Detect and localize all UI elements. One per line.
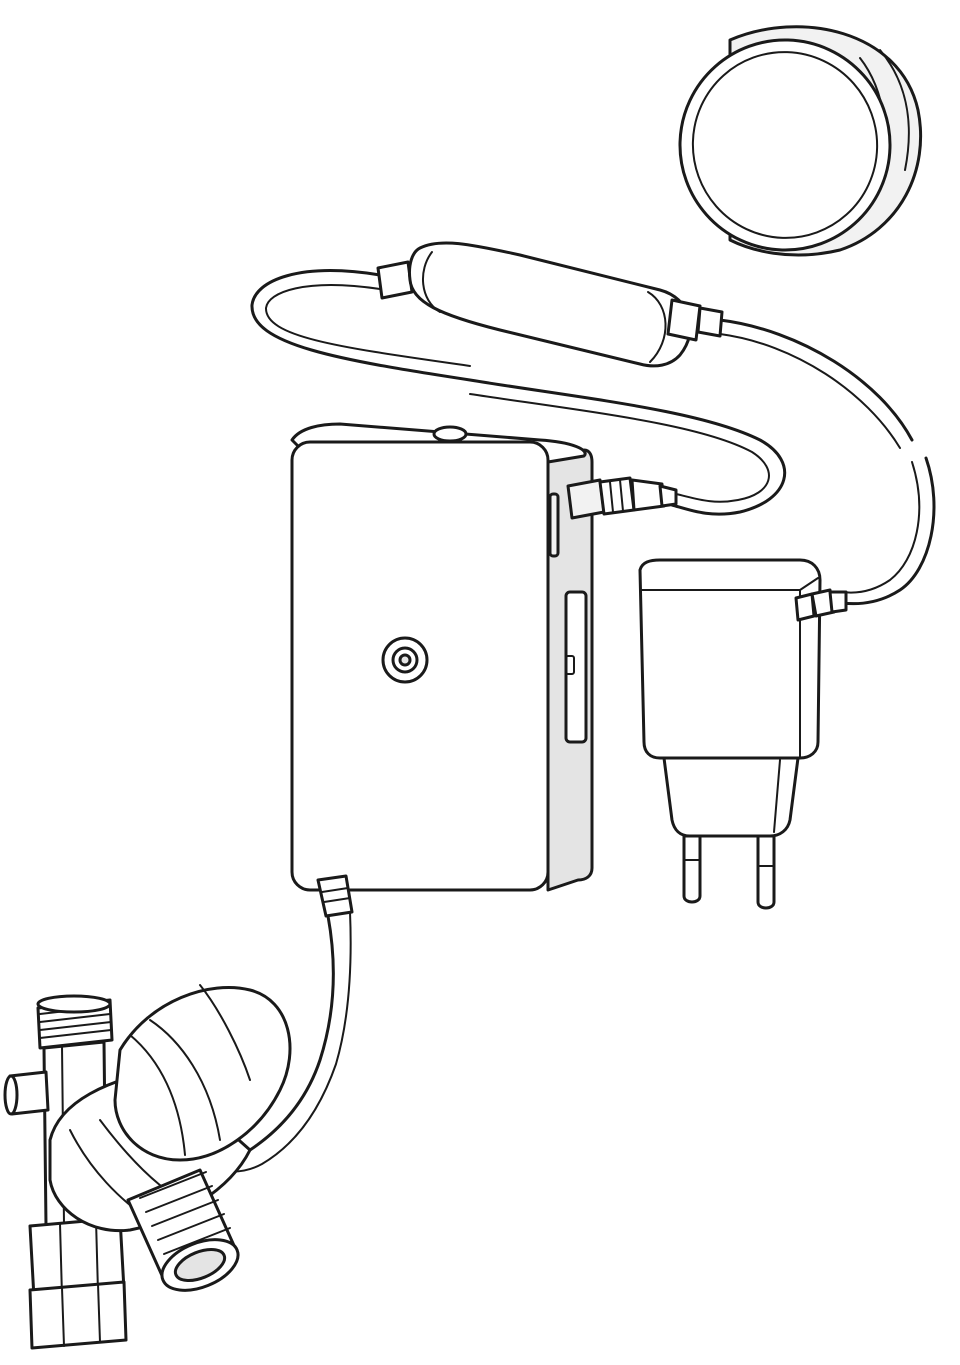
power-adapter [638,558,848,910]
inline-cable-module [376,241,724,368]
sensor-cable [250,269,936,606]
control-box [290,422,594,892]
round-sensor-cover [678,25,923,257]
solenoid-valve [3,984,292,1350]
box-cable-connector [566,476,678,520]
valve-cable [198,874,354,1173]
